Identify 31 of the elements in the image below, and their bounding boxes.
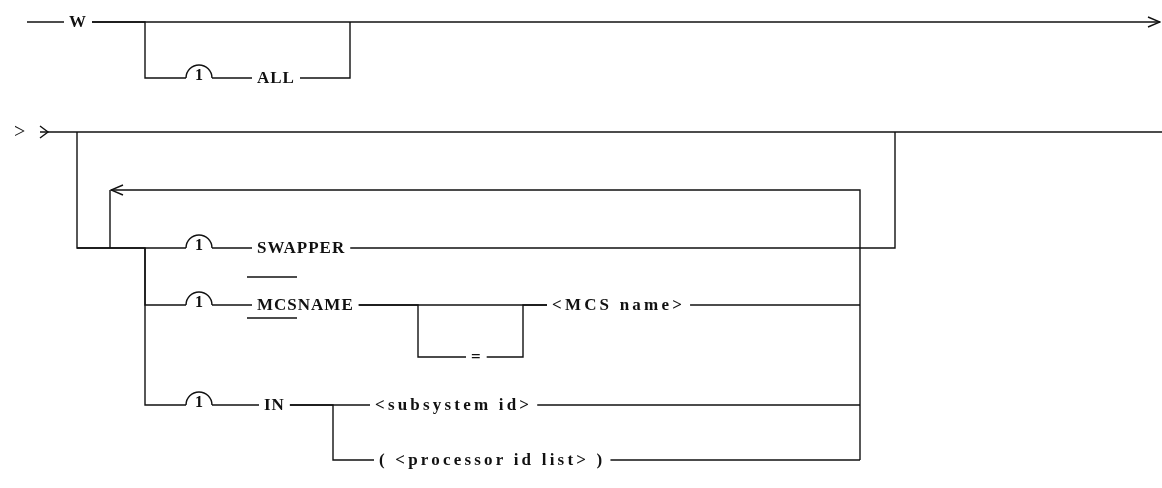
- track-line: [144, 304, 187, 406]
- track-line: [689, 304, 861, 306]
- keyword-label: =: [466, 347, 487, 367]
- track-line: [144, 247, 187, 306]
- repeat-count-arc: 1: [186, 387, 212, 411]
- keyword-label: ALL: [252, 68, 300, 88]
- keyword-label: IN: [259, 395, 290, 415]
- track-line: [289, 404, 375, 461]
- repeat-count-arc: 1: [186, 287, 212, 311]
- keyword-label: SWAPPER: [252, 238, 351, 258]
- track-line: [211, 247, 253, 249]
- keyword-label: MCSNAME: [252, 295, 359, 315]
- continuation-mark: >: [14, 121, 26, 141]
- keyword-label: W: [64, 12, 92, 32]
- track-line: [349, 131, 896, 249]
- track-line: [26, 21, 65, 23]
- keyword-label: ( <processor id list> ): [374, 450, 611, 470]
- track-line: [609, 459, 861, 461]
- keyword-label: <subsystem id>: [370, 395, 538, 415]
- keyword-label: <MCS name>: [547, 295, 691, 315]
- track-line: [91, 21, 187, 79]
- track-line: [211, 404, 260, 406]
- track-line: [211, 304, 253, 306]
- track-line: [211, 77, 253, 79]
- track-line: [299, 21, 351, 79]
- repeat-count-arc: 1: [186, 230, 212, 254]
- track-line: [76, 247, 187, 249]
- track-line: [536, 404, 861, 406]
- track-line: [486, 304, 548, 358]
- repeat-count-arc: 1: [186, 60, 212, 84]
- track-line: [358, 304, 467, 358]
